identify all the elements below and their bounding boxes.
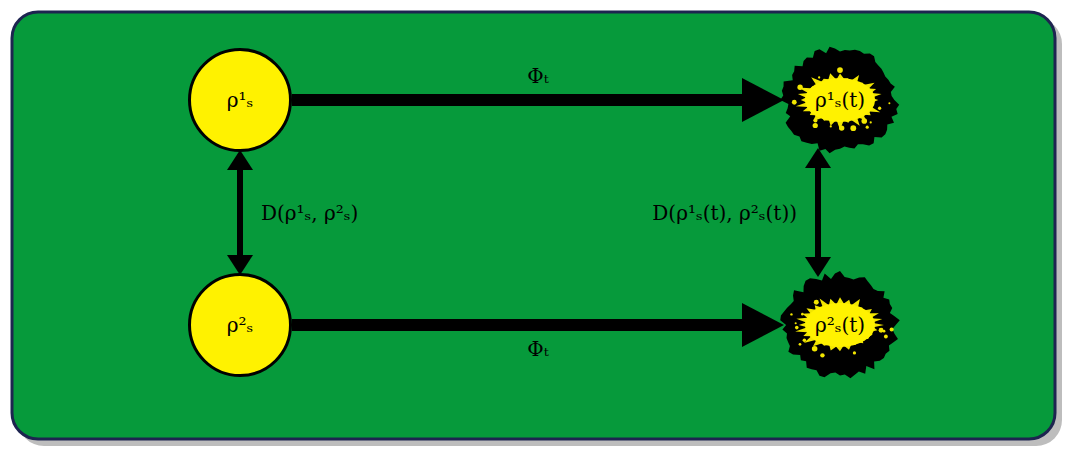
- distance-double-arrow: [227, 150, 253, 275]
- blob-speckle: [818, 76, 820, 78]
- decohered-state-blob: ρ¹ₛ(t): [778, 44, 902, 156]
- map-label: Φₜ: [525, 337, 550, 361]
- state-label: ρ¹ₛ: [227, 88, 254, 112]
- blob-speckle: [878, 107, 881, 110]
- blob-speckle: [830, 125, 832, 127]
- map-label: Φₜ: [525, 64, 550, 88]
- blob-speckle: [803, 338, 807, 342]
- arrow-head: [805, 257, 831, 277]
- state-label: ρ²ₛ(t): [815, 313, 865, 337]
- blob-speckle: [839, 125, 844, 130]
- blob-speckle: [792, 100, 797, 105]
- blob-speckle: [861, 118, 867, 124]
- blob-speckle: [790, 313, 792, 315]
- blob-speckle: [820, 353, 824, 357]
- blob-speckle: [814, 300, 819, 305]
- arrow-shaft: [237, 168, 243, 257]
- blob-speckle: [837, 67, 843, 73]
- arrow-head: [227, 150, 253, 170]
- blob-speckle: [890, 327, 894, 331]
- blob-speckle: [884, 335, 888, 339]
- blob-core-center: [805, 303, 875, 347]
- blob-speckle: [799, 343, 802, 346]
- blob-fill: [780, 47, 899, 153]
- distance-double-arrow: [805, 148, 831, 277]
- blob-speckle: [888, 102, 890, 104]
- state-circle: ρ¹ₛ: [188, 48, 292, 152]
- state-label: ρ¹ₛ(t): [815, 88, 865, 112]
- state-circle: ρ²ₛ: [188, 273, 292, 377]
- arrow-head: [742, 303, 784, 347]
- blob-core: [795, 297, 884, 351]
- green-panel: [12, 12, 1055, 439]
- distance-label: D(ρ¹ₛ, ρ²ₛ): [259, 201, 360, 225]
- blob-fill: [780, 271, 900, 378]
- distance-label: D(ρ¹ₛ(t), ρ²ₛ(t)): [650, 201, 799, 225]
- blob-speckle: [850, 125, 856, 131]
- blob-speckle: [879, 328, 884, 333]
- blob-speckle: [870, 121, 872, 123]
- blob-core-center: [805, 78, 875, 122]
- blob-core: [796, 73, 882, 130]
- blob-speckle: [813, 123, 818, 128]
- blob-speckle: [801, 313, 804, 316]
- decohered-state-blob: ρ²ₛ(t): [778, 269, 902, 381]
- blob-speckle: [866, 126, 869, 129]
- arrow-shaft: [292, 319, 744, 331]
- blob-speckle: [853, 351, 856, 354]
- state-label: ρ²ₛ: [227, 313, 254, 337]
- arrow-shaft: [815, 166, 821, 259]
- arrow-head: [805, 148, 831, 168]
- arrow-head: [742, 78, 784, 122]
- blob-speckle: [797, 85, 802, 90]
- blob-speckle: [812, 346, 818, 352]
- arrow-head: [227, 255, 253, 275]
- arrow-shaft: [292, 94, 744, 106]
- blob-speckle: [813, 119, 817, 123]
- blob-speckle: [795, 322, 797, 324]
- blob-speckle: [795, 326, 799, 330]
